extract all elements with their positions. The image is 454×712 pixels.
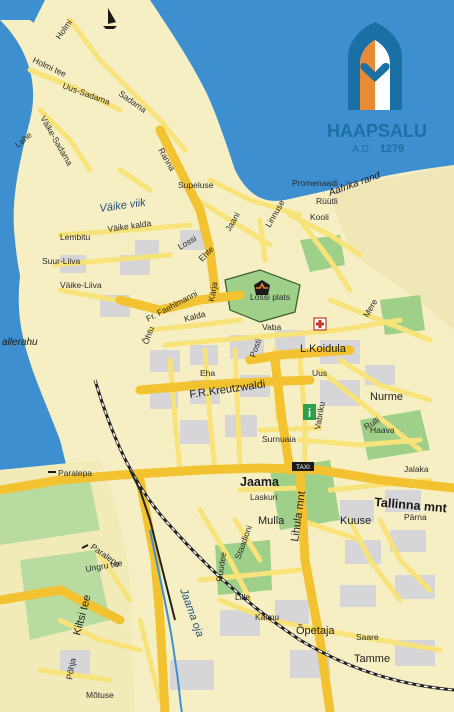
label-kooli: Kooli — [310, 212, 329, 222]
label-paralepa: Paralepa — [58, 468, 92, 478]
label-nurme: Nurme — [370, 391, 403, 403]
east-meadow — [330, 165, 454, 330]
label-tamme: Tamme — [354, 653, 390, 665]
label-jalaka: Jalaka — [404, 464, 429, 474]
taxi-icon[interactable]: TAXI — [292, 462, 314, 471]
info-icon[interactable]: i — [303, 404, 316, 420]
tallinna-road — [315, 465, 454, 493]
paralepa-marker-2 — [81, 544, 89, 549]
logo-emblem-icon — [348, 22, 402, 110]
minor-roads — [27, 17, 443, 703]
kreutzwaldi-road — [135, 375, 315, 395]
svg-text:TAXI: TAXI — [296, 464, 310, 471]
paralepa-jaama-road — [0, 463, 325, 495]
railway-branch — [129, 469, 176, 621]
label-motuse: Mõtuse — [86, 690, 114, 700]
label-kalmu: Kalmu — [255, 612, 279, 622]
label-parna: Pärna — [404, 512, 427, 522]
label-supeluse: Supeluse — [178, 180, 214, 190]
sailboat-icon[interactable] — [103, 8, 117, 29]
label-laskuri: Laskuri — [250, 492, 278, 502]
label-vaike-liiva: Väike-Liiva — [60, 280, 102, 290]
label-pohja: Põhja — [64, 657, 78, 680]
label-uus: Uus — [312, 368, 327, 378]
jaama-oja-river — [149, 529, 183, 712]
sadama-road — [155, 125, 220, 295]
label-koidula: L.Koidula — [300, 343, 347, 355]
svg-text:i: i — [308, 406, 311, 420]
label-opetaja: Õpetaja — [296, 624, 335, 637]
label-mulla: Mulla — [258, 515, 285, 527]
label-eha: Eha — [200, 368, 215, 378]
koidula-road — [245, 345, 355, 365]
label-vaba: Vaba — [262, 322, 281, 332]
label-haava: Haava — [370, 425, 395, 435]
label-suur-liiva: Suur-Liiva — [42, 256, 81, 266]
label-vabriku: Vabriku — [312, 401, 327, 431]
west-water — [0, 20, 100, 470]
label-kuuse: Kuuse — [340, 515, 371, 527]
label-lembitu: Lembitu — [60, 232, 91, 242]
castle-icon[interactable] — [254, 280, 270, 295]
park-nurme — [360, 410, 430, 460]
main-roads — [0, 125, 454, 712]
label-saare: Saare — [356, 632, 379, 642]
haapsalu-logo: HAAPSALU A.D. 1279 — [327, 22, 427, 155]
kiltsi-road — [135, 475, 170, 712]
label-lille: Lille — [235, 592, 250, 602]
castle-park[interactable] — [224, 269, 301, 323]
label-ruudee: Ruudee — [214, 551, 228, 582]
logo-ad: A.D. — [352, 144, 371, 155]
lihula-road — [295, 465, 335, 712]
posti-road — [270, 355, 295, 475]
label-lossi-plats: Lossi plats — [250, 292, 290, 302]
hospital-icon[interactable] — [313, 317, 327, 331]
park-southwest — [0, 480, 100, 545]
label-allerahu: allerahu — [2, 337, 38, 348]
label-tallinna-mnt: Tallinna mnt — [374, 495, 448, 515]
label-karja: Kärja — [206, 281, 219, 303]
label-jaama: Jaama — [240, 475, 280, 489]
railway-dashes — [94, 379, 454, 691]
label-ruutli: Rüütli — [316, 196, 338, 206]
label-surnuaia: Surnuaia — [262, 434, 296, 444]
label-promenaadi: Promenaadi — [292, 178, 338, 188]
logo-wordmark: HAAPSALU — [327, 121, 427, 141]
ungru-road — [0, 585, 125, 625]
logo-year: 1279 — [380, 143, 404, 155]
faehlmanni-road — [115, 290, 245, 315]
